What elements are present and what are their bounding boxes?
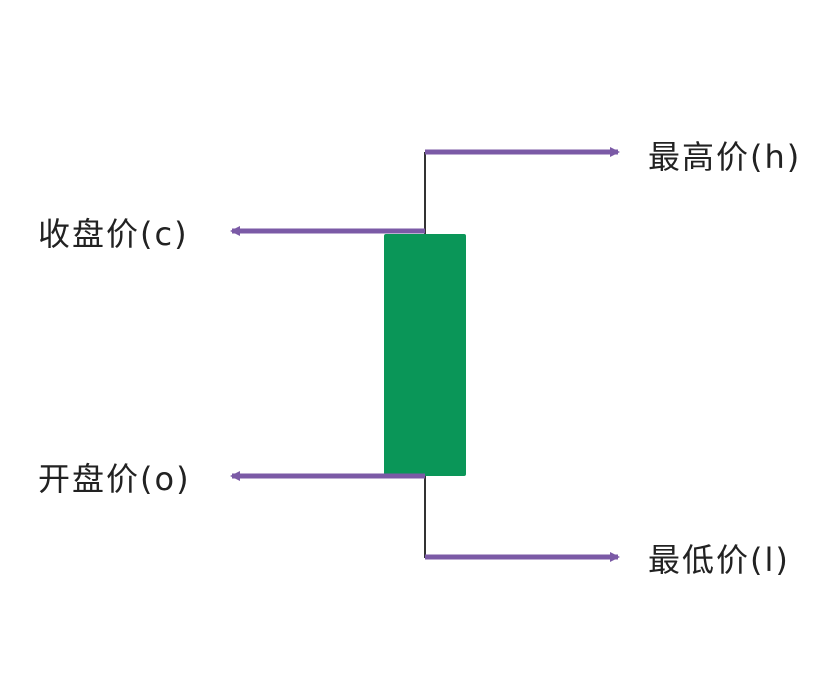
open-price-label: 开盘价(o): [38, 460, 191, 498]
low-price-label: 最低价(l): [648, 541, 790, 579]
candle-body: [384, 234, 466, 476]
high-price-label: 最高价(h): [648, 138, 802, 176]
close-price-label: 收盘价(c): [38, 215, 189, 253]
